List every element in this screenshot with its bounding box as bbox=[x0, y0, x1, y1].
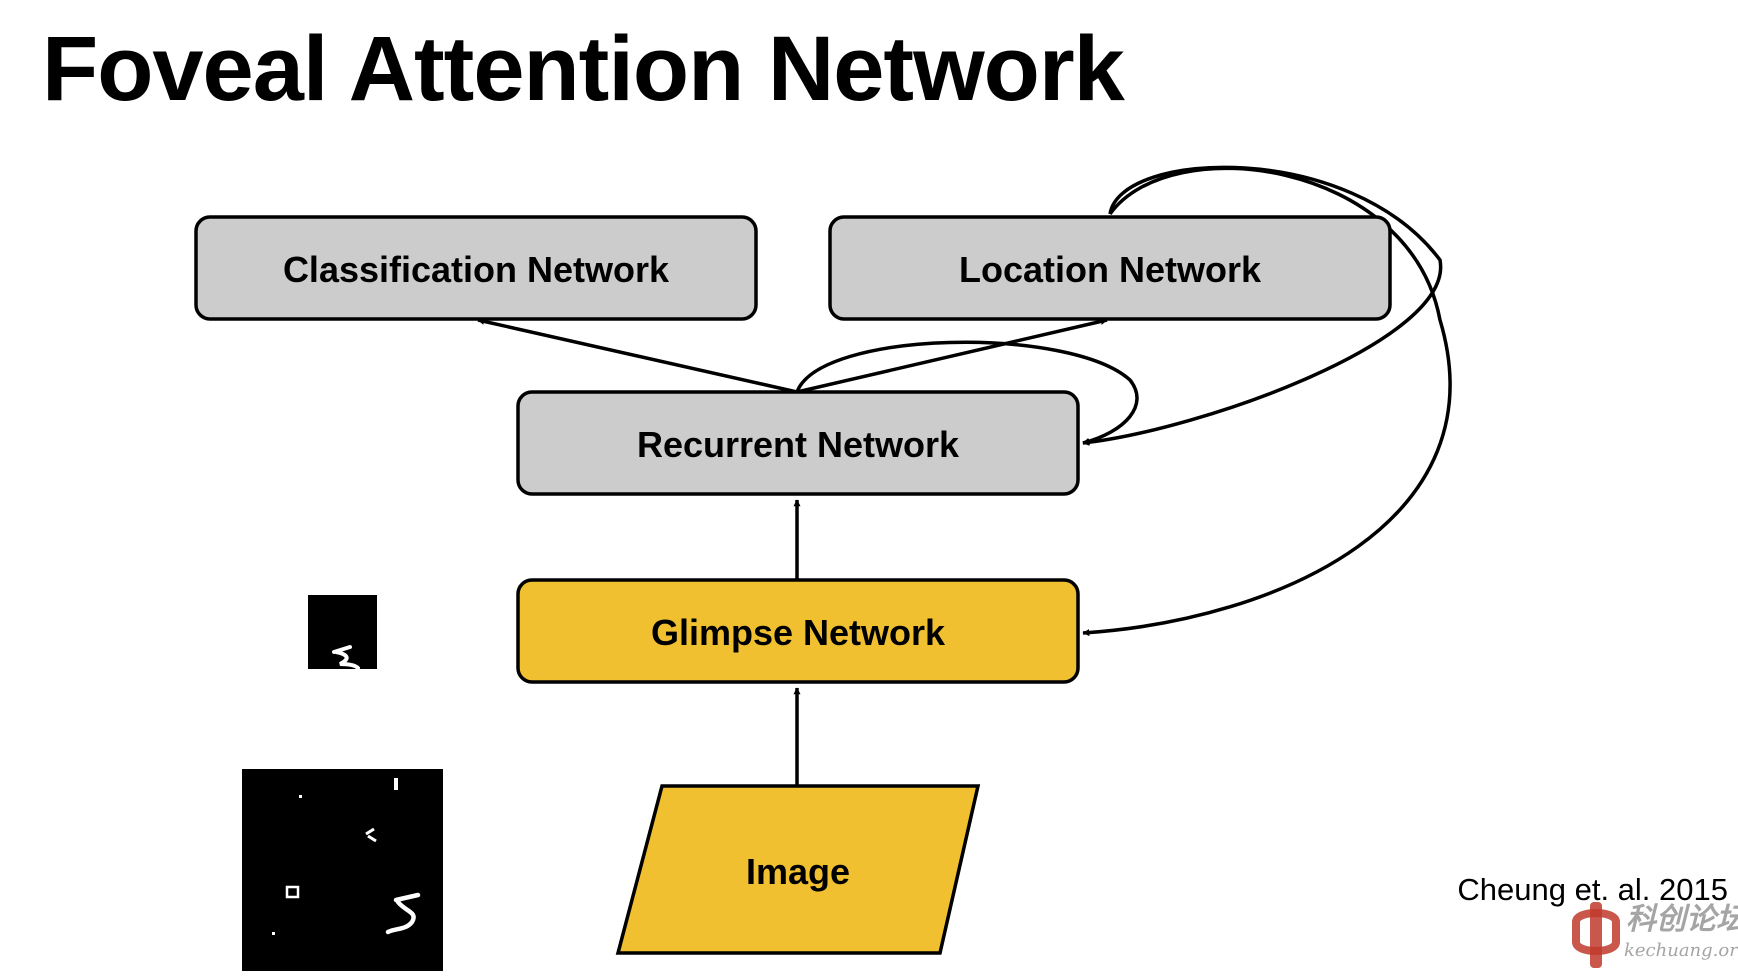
glimpse-network-node: Glimpse Network bbox=[516, 578, 1080, 684]
arrow-recurrent-to-location bbox=[796, 318, 1108, 394]
arrow-location-to-glimpse bbox=[1082, 166, 1452, 637]
connectors bbox=[477, 165, 1452, 786]
classification-network-label: Classification Network bbox=[283, 249, 670, 290]
glimpse-network-label: Glimpse Network bbox=[651, 612, 946, 653]
slide-title: Foveal Attention Network bbox=[42, 18, 1125, 120]
watermark-chinese-text: 科创论坛 bbox=[1626, 902, 1738, 937]
classification-network-node: Classification Network bbox=[194, 215, 758, 321]
recurrent-network-label: Recurrent Network bbox=[637, 424, 960, 465]
arrow-recurrent-self-loop bbox=[795, 340, 1139, 445]
watermark-logo-icon bbox=[1572, 902, 1620, 968]
mnist-input-thumbnail bbox=[242, 769, 443, 971]
citation-text: Cheung et. al. 2015 bbox=[1457, 872, 1728, 907]
arrow-location-to-recurrent bbox=[1082, 165, 1443, 446]
glimpse-thumbnail bbox=[308, 595, 377, 670]
image-input-label: Image bbox=[746, 851, 850, 892]
location-network-label: Location Network bbox=[959, 249, 1262, 290]
recurrent-network-node: Recurrent Network bbox=[516, 390, 1080, 496]
kechuang-watermark: 科创论坛 kechuang.org bbox=[1568, 894, 1738, 974]
image-input-node: Image bbox=[615, 784, 981, 955]
arrow-recurrent-to-classification bbox=[477, 317, 798, 394]
watermark-url-text: kechuang.org bbox=[1624, 940, 1738, 961]
location-network-node: Location Network bbox=[828, 215, 1392, 321]
